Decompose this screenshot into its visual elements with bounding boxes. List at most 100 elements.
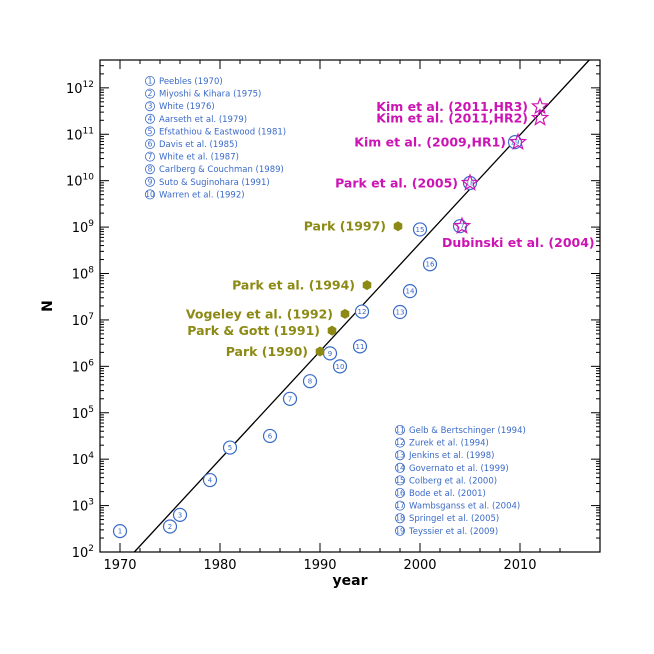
circle-number: 9 [328,350,332,358]
star-marker [452,216,472,234]
y-tick-label: 107 [72,312,94,329]
star-label: Dubinski et al. (2004) [442,235,595,250]
legend-text: Zurek et al. (1994) [409,439,489,449]
circle-number: 15 [416,226,425,234]
legend-text: Warren et al. (1992) [159,190,245,200]
olive-series: Park (1990)Park & Gott (1991)Vogeley et … [186,219,403,359]
legend-text: Miyoshi & Kihara (1975) [159,90,261,100]
circle-marker [412,222,428,237]
circle-point: 12 [354,304,370,319]
circle-marker [172,507,188,522]
y-tick-label: 102 [72,544,94,561]
circle-number: 17 [456,223,465,231]
legend-text: Davis et al. (1985) [159,140,238,150]
legend-number-circle [144,101,155,112]
legend-number: 15 [395,476,405,485]
legend-number-circle [144,126,155,137]
y-tick-label: 103 [72,498,94,515]
circle-number: 13 [396,309,405,317]
y-tick-label: 109 [72,219,95,236]
legend-number-circle [144,76,155,87]
legend-number-circle [394,450,405,461]
circle-number: 7 [288,395,292,403]
circle-number: 3 [178,511,182,519]
legend-number-circle [394,513,405,524]
legend-text: Jenkins et al. (1998) [408,451,494,461]
circle-point: 5 [222,440,238,455]
circle-marker [222,440,238,455]
star-label: Kim et al. (2011,HR3) [376,99,528,114]
olive-label: Park & Gott (1991) [187,323,320,338]
olive-label: Park et al. (1994) [232,278,355,293]
circle-point: 8 [302,374,318,389]
legend-text: Efstathiou & Eastwood (1981) [159,127,286,137]
circle-number: 14 [406,288,415,296]
y-tick-label: 104 [72,451,95,468]
olive-marker [393,221,403,232]
legend-number: 9 [148,177,153,186]
y-tick-labels: 102 103 104 105 106 107 108 109 1010 1011 1012 [66,80,94,561]
circle-point: 3 [172,507,188,522]
legend-number-circle [394,500,405,511]
legend-item: 14 Governato et al. (1999) [394,462,509,474]
circle-number: 4 [208,477,213,485]
circle-marker [352,339,368,354]
olive-label: Park (1990) [226,344,308,359]
legend-text: Springel et al. (2005) [409,514,499,524]
legend-text: Peebles (1970) [159,77,223,87]
legend-item: 7 White et al. (1987) [144,151,239,163]
y-tick-label: 108 [72,266,95,283]
legend-number-circle [144,113,155,124]
circle-marker [282,391,298,406]
legend-item: 12 Zurek et al. (1994) [394,437,489,449]
circle-marker [162,519,178,534]
circle-marker [354,304,370,319]
y-tick-label: 106 [72,358,95,375]
legend-number-circle [144,189,155,200]
y-tick-label: 1010 [66,173,94,190]
circle-point: 6 [262,428,278,444]
legend-number: 14 [395,463,405,472]
legend-number: 12 [395,438,405,447]
circle-point: 9 [322,346,338,361]
y-tick-label: 1012 [66,80,94,97]
olive-marker [340,308,350,319]
circle-marker [332,359,348,374]
olive-label: Park (1997) [304,219,386,234]
legend-text: Gelb & Bertschinger (1994) [409,426,526,436]
circle-point: 14 [402,284,418,299]
y-tick-label: 1011 [66,126,94,143]
olive-marker [315,346,325,357]
y-tick-label: 105 [72,405,94,422]
legend-item: 1 Peebles (1970) [144,76,223,87]
legend-number: 1 [148,77,153,86]
olive-marker [327,325,337,336]
legend-number: 6 [148,140,153,149]
x-tick-label: 1980 [203,558,236,573]
circle-marker [112,524,128,539]
circle-number: 11 [356,343,365,351]
circle-point: 4 [202,472,218,488]
legend-text: White et al. (1987) [159,153,239,163]
circle-marker [402,284,418,299]
legend-number: 19 [395,526,405,535]
star-marker [460,173,480,191]
legend-number-circle [394,475,405,486]
legend-text: Governato et al. (1999) [409,464,509,474]
olive-marker [362,280,372,291]
legend-number: 7 [148,152,153,161]
legend-number: 16 [395,489,405,498]
circle-number: 1 [118,528,122,536]
